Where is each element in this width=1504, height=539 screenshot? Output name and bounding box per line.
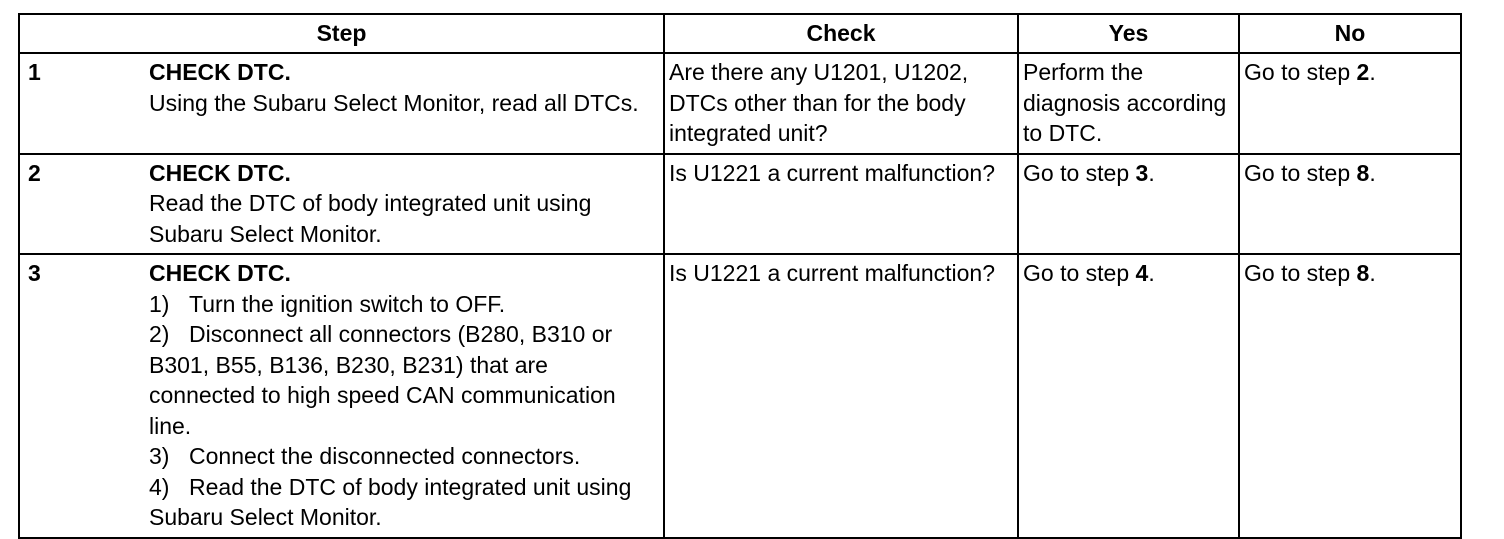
yes-cell: Perform the diagnosis according to DTC. <box>1017 52 1240 155</box>
header-row: Step Check Yes No <box>18 13 1462 54</box>
step-item-number: 1) <box>149 290 170 317</box>
header-no: No <box>1238 13 1462 54</box>
no-prefix: Go to step <box>1244 260 1357 286</box>
check-cell: Is U1221 a current malfunction? <box>663 152 1019 255</box>
no-suffix: . <box>1369 159 1376 186</box>
no-step-ref: 8 <box>1356 159 1370 186</box>
step-item-number: 4) <box>149 473 170 500</box>
no-step-ref: 8 <box>1356 260 1370 286</box>
table-row: 1 CHECK DTC. Using the Subaru Select Mon… <box>18 52 1462 155</box>
step-number: 3 <box>28 260 41 286</box>
no-prefix: Go to step <box>1244 159 1357 186</box>
no-prefix: Go to step <box>1244 59 1357 85</box>
check-cell: Is U1221 a current malfunction? <box>663 253 1019 539</box>
step-item-text: Connect the disconnected connectors. <box>189 443 581 469</box>
step-cell: 1 CHECK DTC. Using the Subaru Select Mon… <box>18 52 665 155</box>
yes-prefix: Go to step <box>1023 159 1136 186</box>
yes-step-ref: 3 <box>1135 159 1149 186</box>
no-suffix: . <box>1369 59 1376 85</box>
step-item: 3) Connect the disconnected connectors. <box>149 441 659 472</box>
yes-step-ref: 4 <box>1135 260 1149 286</box>
no-suffix: . <box>1369 260 1376 286</box>
yes-prefix: Go to step <box>1023 260 1136 286</box>
step-item: 4)Read the DTC of body integrated unit u… <box>149 472 659 533</box>
yes-cell: Go to step 3. <box>1017 152 1240 255</box>
no-cell: Go to step 2. <box>1238 52 1462 155</box>
step-item-text: Turn the ignition switch to OFF. <box>189 290 506 317</box>
diagnostic-table: Step Check Yes No 1 CHECK DTC. Using the… <box>18 13 1462 539</box>
step-item-text: Disconnect all connectors (B280, B310 or… <box>149 321 616 439</box>
step-number: 1 <box>28 59 41 85</box>
step-item: 2)Disconnect all connectors (B280, B310 … <box>149 319 659 441</box>
step-title: CHECK DTC. <box>149 59 291 85</box>
no-cell: Go to step 8. <box>1238 253 1462 539</box>
header-step: Step <box>18 13 665 54</box>
header-yes: Yes <box>1017 13 1240 54</box>
step-number: 2 <box>28 159 41 186</box>
step-instruction: Using the Subaru Select Monitor, read al… <box>149 89 639 116</box>
step-item-text: Read the DTC of body integrated unit usi… <box>149 473 632 531</box>
yes-suffix: . <box>1148 260 1155 286</box>
no-step-ref: 2 <box>1356 59 1370 85</box>
header-check: Check <box>663 13 1019 54</box>
step-cell: 2 CHECK DTC. Read the DTC of body integr… <box>18 152 665 255</box>
yes-cell: Go to step 4. <box>1017 253 1240 539</box>
step-item-number: 3) <box>149 443 170 469</box>
step-item: 1) Turn the ignition switch to OFF. <box>149 289 659 320</box>
check-cell: Are there any U1201, U1202, DTCs other t… <box>663 52 1019 155</box>
table-row: 3 CHECK DTC. 1) Turn the ignition switch … <box>18 253 1462 539</box>
step-cell: 3 CHECK DTC. 1) Turn the ignition switch … <box>18 253 665 539</box>
step-instruction: Read the DTC of body integrated unit usi… <box>149 190 592 247</box>
no-cell: Go to step 8. <box>1238 152 1462 255</box>
step-title: CHECK DTC. <box>149 159 291 186</box>
yes-suffix: . <box>1148 159 1155 186</box>
step-item-number: 2) <box>149 321 170 347</box>
table-row: 2 CHECK DTC. Read the DTC of body integr… <box>18 152 1462 255</box>
step-title: CHECK DTC. <box>149 260 291 286</box>
